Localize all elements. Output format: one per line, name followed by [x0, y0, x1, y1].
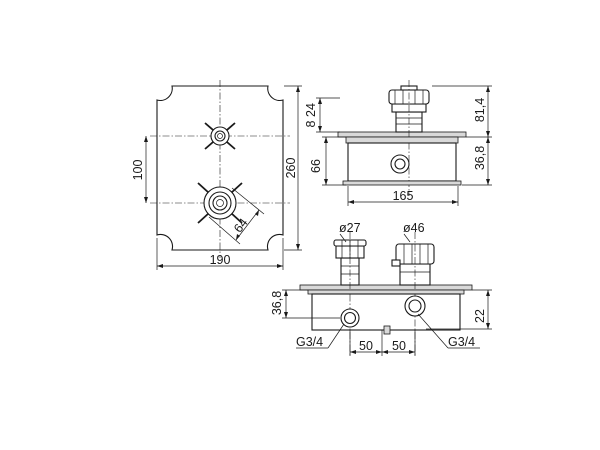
side-total-height-label: 81,4 [473, 98, 487, 122]
top-spacing-left-label: 50 [359, 339, 373, 353]
front-cover-plate [156, 85, 284, 251]
top-dia-large-callout: ø46 [403, 221, 425, 243]
top-offset-label: 22 [473, 309, 487, 323]
top-body-depth-label: 36,8 [270, 291, 284, 315]
top-body [307, 289, 465, 335]
top-dia-large-label: ø46 [403, 221, 425, 235]
top-view: ø27 ø46 36,8 22 [270, 221, 492, 356]
side-top-8-label: 8 [304, 120, 318, 127]
side-width-dimension: 165 [347, 186, 459, 206]
side-view: 24 8 66 165 81,4 36,8 [304, 80, 492, 206]
side-face-label: 66 [309, 159, 323, 173]
lower-cross-handle [197, 182, 243, 224]
side-top-dimension: 24 8 [304, 97, 340, 133]
top-body-depth-dimension: 36,8 [270, 289, 340, 319]
thread-left-callout: G3/4 [296, 323, 345, 349]
spindle-spacing-label: 100 [131, 160, 145, 181]
handle-diameter-label: 64 [231, 216, 251, 236]
side-width-label: 165 [393, 189, 414, 203]
side-right-dimensions: 81,4 36,8 [432, 85, 492, 186]
upper-cross-handle [204, 122, 236, 150]
front-width-dimension: 190 [156, 238, 284, 270]
side-cover-plate [337, 131, 467, 138]
top-right-spindle [391, 243, 435, 286]
thread-right-callout: G3/4 [417, 313, 480, 349]
front-height-label: 260 [284, 158, 298, 179]
front-view: 190 260 100 64 [131, 80, 302, 270]
side-body [342, 136, 462, 186]
spindle-spacing-dimension: 100 [131, 136, 148, 203]
top-offset-dimension: 22 [426, 289, 492, 330]
top-dia-small-label: ø27 [339, 221, 361, 235]
handle-diameter-dimension: 64 [208, 187, 265, 245]
top-spacing-dimension: 50 50 [349, 330, 416, 356]
side-top-small-label: 24 [304, 103, 318, 117]
side-body-depth-label: 36,8 [473, 146, 487, 170]
side-face-dimension: 66 [309, 136, 346, 186]
thread-left-label: G3/4 [296, 335, 323, 349]
front-height-dimension: 260 [284, 85, 302, 251]
front-width-label: 190 [210, 253, 231, 267]
top-cover-plate [299, 284, 473, 291]
top-dia-small-callout: ø27 [339, 221, 361, 243]
thread-right-label: G3/4 [448, 335, 475, 349]
top-spacing-right-label: 50 [392, 339, 406, 353]
